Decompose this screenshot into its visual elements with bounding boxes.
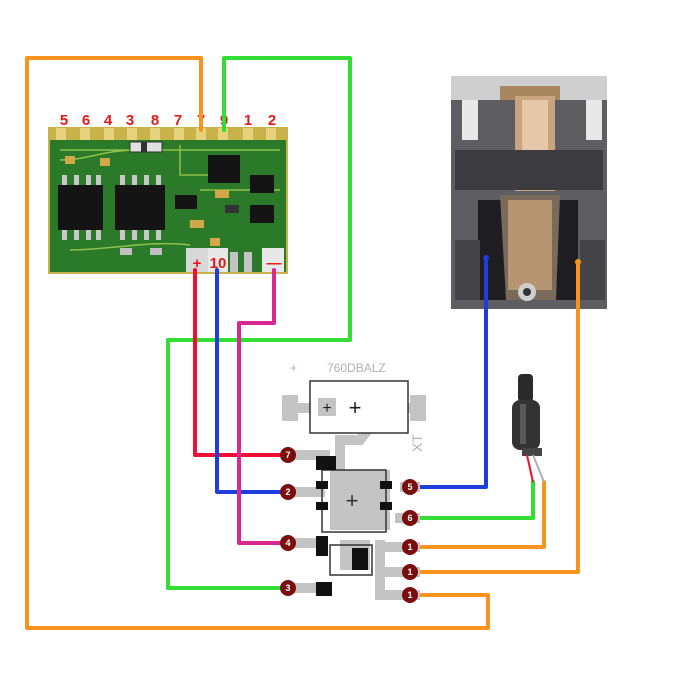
decoder-board (48, 127, 288, 274)
pad-label: 1 (407, 567, 412, 577)
top-pin-label: 8 (151, 112, 159, 129)
top-pin-label: 7 (174, 112, 182, 129)
svg-text:+: + (322, 400, 331, 417)
bottom-pin-label-plus: + (193, 255, 202, 272)
wire-red (193, 268, 288, 457)
pad-label: 4 (285, 538, 290, 548)
decoder-ic-small (175, 155, 274, 223)
wire-orange-right (418, 260, 580, 574)
pad-label: 5 (407, 482, 412, 492)
pad-label: 1 (407, 590, 412, 600)
pad-label: 1 (407, 542, 412, 552)
decoder-bottom-contacts (186, 248, 284, 272)
pad-label: 3 (285, 583, 290, 593)
decoder-top-contacts (56, 128, 276, 140)
xt-label: XT (409, 434, 425, 452)
bottom-pin-label-10: 10 (210, 255, 227, 272)
right-pads: 5 6 1 1 1 (402, 479, 418, 603)
wire-magenta (237, 268, 288, 545)
wire-green-right (418, 480, 535, 520)
function-board: + 760DBALZ XT + + + 7 (280, 361, 426, 603)
decoder-bottom-pin-labels: + 10 — (193, 255, 282, 272)
decoder-top-pin-labels: 5 6 4 3 8 7 7 9 1 2 (60, 112, 276, 129)
wire-green-left (166, 56, 352, 590)
pad-label: 7 (285, 450, 290, 460)
top-pin-label: 3 (126, 112, 134, 129)
plus-mark: + (290, 361, 297, 375)
decoder-ic-left (58, 175, 103, 240)
pad-label: 6 (407, 513, 412, 523)
svg-text:+: + (346, 488, 359, 513)
top-pin-label: 2 (268, 112, 276, 129)
top-pin-label: 1 (244, 112, 252, 129)
top-pin-label: 5 (60, 112, 68, 129)
wire-orange-resistor (418, 480, 546, 549)
svg-text:+: + (349, 395, 362, 420)
motor-contact-photo (451, 76, 607, 309)
wire-blue-left (215, 268, 288, 494)
wires (25, 56, 580, 630)
left-pads: 7 2 4 3 (280, 447, 296, 596)
decoder-smd-parts (65, 141, 239, 255)
bottom-pin-label-minus: — (267, 255, 282, 272)
part-label: 760DBALZ (327, 361, 386, 375)
top-pin-label: 4 (104, 112, 113, 129)
top-pin-label: 6 (82, 112, 90, 129)
decoder-ic-right (115, 175, 165, 240)
pad-label: 2 (285, 487, 290, 497)
wire-orange-outer (25, 56, 490, 630)
resistor-component (512, 374, 545, 483)
wire-blue-right (418, 256, 488, 489)
